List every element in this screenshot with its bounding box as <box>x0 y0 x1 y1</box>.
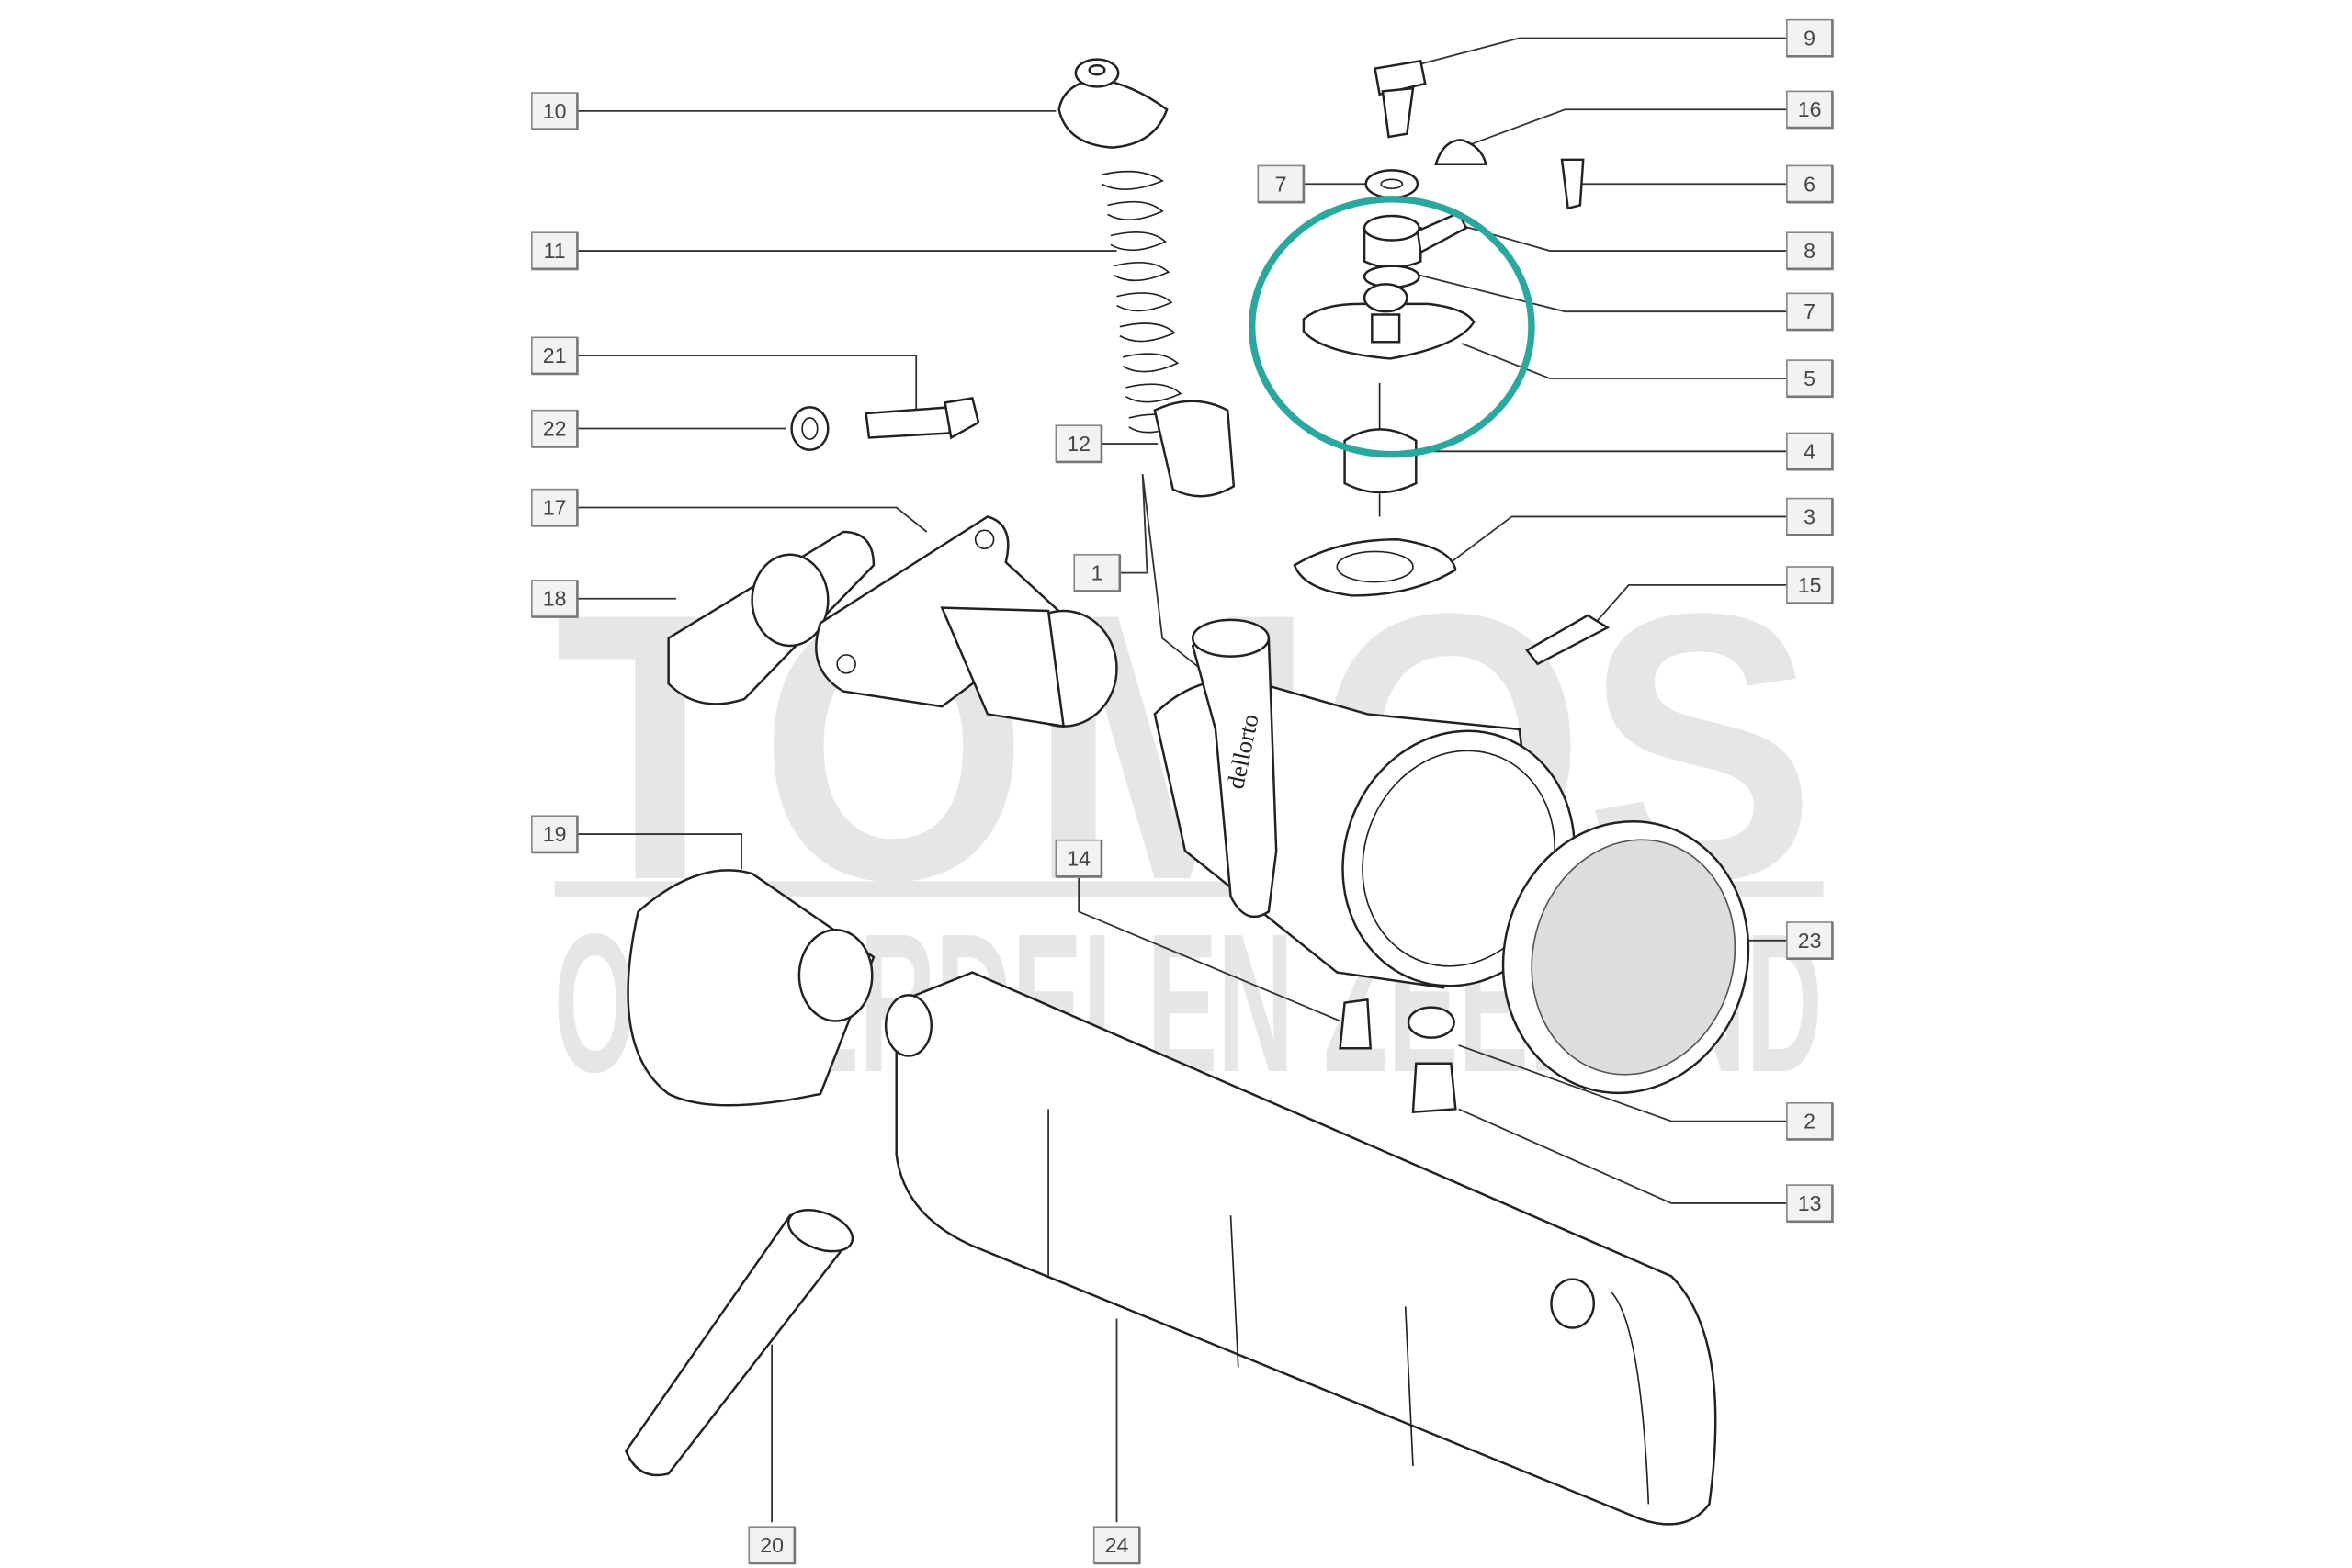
callout-label: 6 <box>1804 172 1815 196</box>
callout-7-left[interactable]: 7 <box>1257 164 1306 204</box>
part-air-filter <box>1501 819 1750 1095</box>
part-float-cover-5 <box>1302 283 1476 360</box>
callout-15[interactable]: 15 <box>1785 566 1834 605</box>
callout-label: 15 <box>1798 573 1822 597</box>
part-slide <box>1153 400 1236 498</box>
part-banjo-8 <box>1363 211 1468 269</box>
callout-10[interactable]: 10 <box>530 92 579 131</box>
callout-label: 24 <box>1105 1533 1129 1557</box>
callout-8[interactable]: 8 <box>1785 231 1834 271</box>
callout-20[interactable]: 20 <box>748 1526 797 1565</box>
callout-label: 7 <box>1275 172 1287 196</box>
callout-label: 13 <box>1798 1191 1822 1215</box>
highlight-circle <box>1248 196 1535 458</box>
part-intake-flange <box>667 515 1118 728</box>
part-gasket-3 <box>1293 538 1457 597</box>
part-silencer <box>884 971 1717 1526</box>
parts: dellorto <box>624 58 1750 1526</box>
callout-label: 22 <box>543 417 567 441</box>
callout-label: 21 <box>543 344 567 367</box>
callout-label: 14 <box>1067 847 1091 871</box>
callout-label: 8 <box>1804 239 1815 263</box>
callout-14[interactable]: 14 <box>1055 839 1103 878</box>
part-screw-15 <box>1525 614 1611 666</box>
part-banjo-bolt-9 <box>1374 59 1427 139</box>
callout-label: 3 <box>1804 504 1815 528</box>
callout-label: 17 <box>543 496 567 520</box>
part-plug-13 <box>1411 1062 1457 1114</box>
callout-label: 10 <box>543 99 567 123</box>
callout-label: 11 <box>544 239 566 263</box>
callout-3[interactable]: 3 <box>1785 497 1834 536</box>
callout-label: 2 <box>1804 1110 1815 1134</box>
callout-13[interactable]: 13 <box>1785 1184 1834 1224</box>
callout-9[interactable]: 9 <box>1785 18 1834 58</box>
callout-label: 9 <box>1804 27 1815 51</box>
part-tube <box>624 1209 854 1477</box>
callout-label: 4 <box>1804 439 1815 463</box>
callout-label: 19 <box>543 822 567 846</box>
callout-4[interactable]: 4 <box>1785 432 1834 471</box>
callouts: 10 11 21 22 17 18 19 12 1 14 20 24 7 9 1… <box>530 18 1834 1565</box>
part-washer-2 <box>1407 1006 1455 1039</box>
part-washer-7a <box>1364 169 1419 199</box>
part-screw-6 <box>1560 158 1585 210</box>
callout-22[interactable]: 22 <box>530 409 579 448</box>
callout-7-right[interactable]: 7 <box>1785 292 1834 332</box>
callout-19[interactable]: 19 <box>530 815 579 854</box>
callout-label: 20 <box>760 1533 784 1557</box>
callout-18[interactable]: 18 <box>530 580 579 618</box>
callout-label: 18 <box>543 587 567 611</box>
callout-label: 7 <box>1804 299 1815 323</box>
part-filter-cap <box>627 869 876 1107</box>
callout-2[interactable]: 2 <box>1785 1101 1834 1141</box>
part-cap <box>1057 58 1169 149</box>
callout-label: 23 <box>1798 929 1822 953</box>
part-screw-14 <box>1339 998 1372 1050</box>
callout-label: 1 <box>1091 561 1103 585</box>
callout-24[interactable]: 24 <box>1092 1526 1141 1565</box>
callout-label: 5 <box>1804 367 1815 390</box>
callout-16[interactable]: 16 <box>1785 90 1834 130</box>
callout-label: 12 <box>1067 432 1091 456</box>
callout-5[interactable]: 5 <box>1785 359 1834 399</box>
callout-23[interactable]: 23 <box>1785 921 1834 961</box>
part-bolt-21 <box>865 397 980 440</box>
part-float-4 <box>1343 382 1418 517</box>
callout-17[interactable]: 17 <box>530 488 579 527</box>
callout-1[interactable]: 1 <box>1073 553 1122 592</box>
callout-label: 16 <box>1798 97 1822 121</box>
callout-6[interactable]: 6 <box>1785 164 1834 204</box>
part-spring <box>1101 170 1182 434</box>
part-cap-16 <box>1434 139 1487 166</box>
callout-11[interactable]: 11 <box>530 231 579 271</box>
callout-12[interactable]: 12 <box>1055 424 1103 464</box>
callout-21[interactable]: 21 <box>530 336 579 376</box>
part-washer-22 <box>790 406 830 451</box>
